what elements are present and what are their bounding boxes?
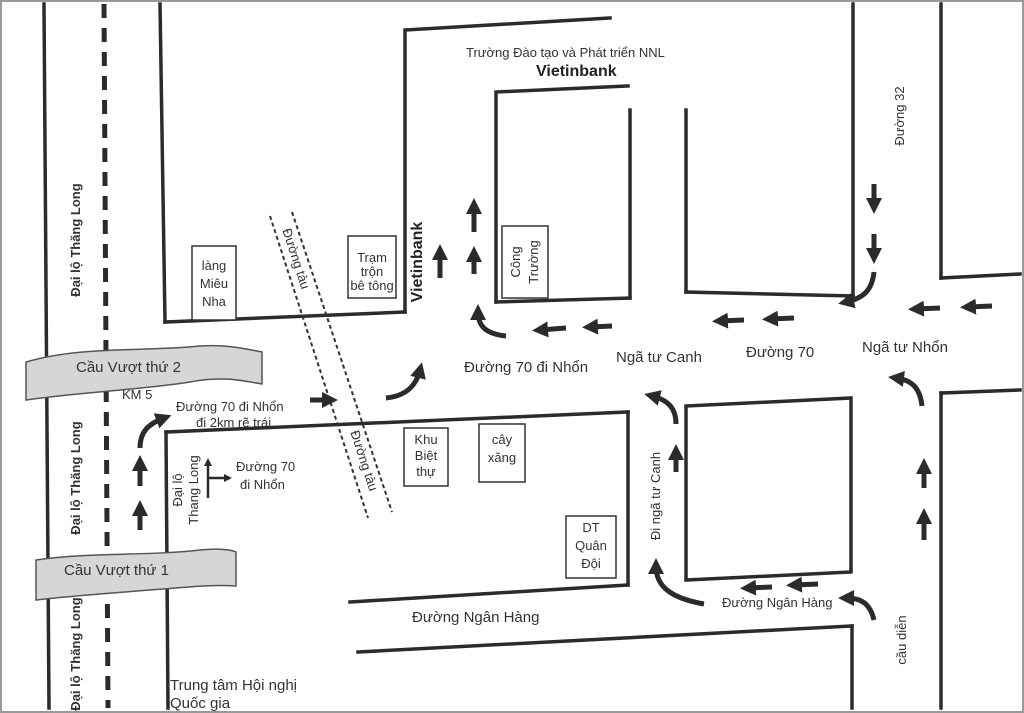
- cau-dien-label: cầu diễn: [894, 615, 909, 664]
- truong-dao-tao-label: Trường Đào tạo và Phát triển NNL: [466, 45, 665, 60]
- svg-text:Miêu: Miêu: [200, 276, 228, 291]
- duong70-2km-label: đi 2km rẽ trái: [196, 415, 271, 430]
- vietinbank-title: Vietinbank: [536, 63, 617, 80]
- cau-vuot-2-label: Cầu Vượt thứ 2: [76, 359, 181, 376]
- di-nga-tu-canh-label: Đi ngã tư Canh: [648, 452, 663, 540]
- dai-lo-label-top: Đại lộ Thăng Long: [68, 183, 83, 296]
- svg-text:Trạm: Trạm: [357, 250, 387, 265]
- duong70-small-label-1: Đường 70: [236, 459, 295, 474]
- dai-lo-small-label-2: Thang Long: [186, 455, 201, 524]
- svg-text:Công: Công: [508, 246, 523, 277]
- duong-tau-label-bottom: Đường tàu: [347, 428, 381, 492]
- vietinbank-vertical-label: Vietinbank: [409, 222, 426, 303]
- duong70-nhon-label: Đường 70 đi Nhổn: [176, 399, 284, 414]
- dai-lo-label-mid: Đại lộ Thăng Long: [68, 421, 83, 534]
- svg-text:thự: thự: [416, 464, 436, 479]
- svg-text:trộn: trộn: [361, 264, 383, 279]
- svg-text:Trường: Trường: [526, 240, 541, 283]
- trung-tam-label-1: Trung tâm Hội nghị: [170, 677, 297, 694]
- box-cay-xang: cây xăng: [478, 423, 526, 483]
- svg-text:Biệt: Biệt: [415, 448, 438, 463]
- svg-text:Nha: Nha: [202, 294, 227, 309]
- km5-label: KM 5: [122, 387, 152, 402]
- box-lang-mieu-nha: làng Miêu Nha: [191, 245, 237, 321]
- duong70-small-label-2: đi Nhổn: [240, 477, 285, 492]
- svg-text:cây: cây: [492, 432, 513, 447]
- svg-text:làng: làng: [202, 258, 227, 273]
- duong70-label: Đường 70: [746, 344, 814, 361]
- dai-lo-label-bottom: Đại lộ Thăng Long: [68, 597, 83, 710]
- dai-lo-small-label-1: Đại lộ: [170, 473, 185, 506]
- nga-tu-canh-label: Ngã tư Canh: [616, 349, 702, 366]
- svg-text:bê tông: bê tông: [350, 278, 393, 293]
- svg-text:xăng: xăng: [488, 450, 516, 465]
- box-tram-tron: Trạm trộn bê tông: [347, 235, 397, 299]
- box-cong-truong: Công Trường: [501, 225, 549, 299]
- svg-text:Khu: Khu: [414, 432, 437, 447]
- box-khu-biet-thu: Khu Biệt thự: [403, 427, 449, 487]
- duong-ngan-hang-label: Đường Ngân Hàng: [412, 609, 539, 626]
- svg-text:DT: DT: [582, 520, 599, 535]
- nga-tu-nhon-label: Ngã tư Nhổn: [862, 339, 948, 356]
- duong70-di-nhon-label: Đường 70 đi Nhổn: [464, 359, 588, 376]
- railway: [269, 211, 393, 519]
- trung-tam-label-2: Quốc gia: [170, 695, 231, 712]
- direction-arrows: [131, 184, 993, 621]
- bridge-cau-vuot-1: Cầu Vượt thứ 1: [35, 548, 237, 601]
- duong-ngan-hang-small-label: Đường Ngân Hàng: [722, 595, 832, 610]
- svg-text:Đội: Đội: [581, 556, 601, 571]
- duong32-label: Đường 32: [892, 86, 907, 145]
- box-dt-quan-doi: DT Quân Đội: [565, 515, 617, 579]
- cau-vuot-1-label: Cầu Vượt thứ 1: [64, 562, 169, 579]
- bridge-cau-vuot-2: Cầu Vượt thứ 2: [25, 344, 263, 401]
- svg-text:Quân: Quân: [575, 538, 607, 553]
